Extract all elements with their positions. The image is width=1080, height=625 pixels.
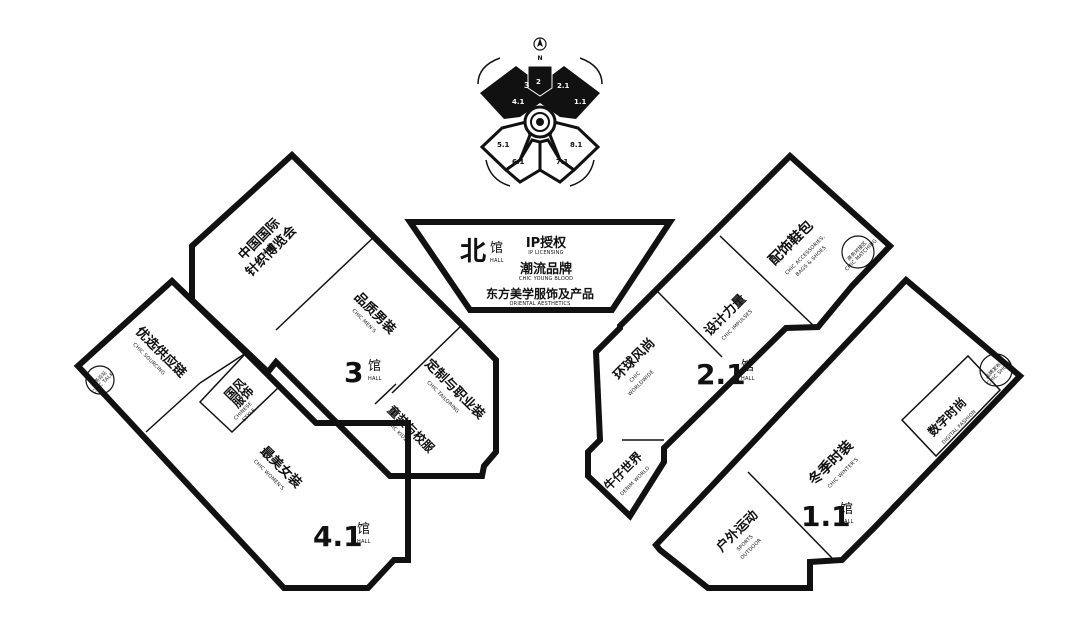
hall-4-1: 商务论坛 CHIC TALK 优选供应链 CHIC SOURCING 国风 服饰… — [73, 276, 411, 591]
north-hall: 北 馆 HALL IP授权 IP LICENSING 潮流品牌 CHIC YOU… — [404, 219, 676, 313]
svg-text:馆: 馆 — [741, 359, 754, 374]
hall-4-1-number: 4.1 — [313, 520, 363, 553]
north-hall-guan: 馆 — [490, 241, 503, 256]
zone-denim-world: 牛仔世界 — [601, 449, 646, 494]
zone-chic-young-blood: 潮流品牌 — [520, 261, 572, 277]
svg-text:CHIC YOUNG BLOOD: CHIC YOUNG BLOOD — [519, 276, 573, 282]
svg-text:HALL: HALL — [840, 519, 854, 525]
north-hall-hall: HALL — [490, 258, 504, 264]
svg-text:馆: 馆 — [840, 502, 853, 517]
mini-label-8-1: 8.1 — [570, 141, 583, 149]
mini-label-2: 2 — [536, 78, 541, 86]
svg-text:IP LICENSING: IP LICENSING — [528, 250, 563, 256]
svg-text:HALL: HALL — [741, 376, 755, 382]
mini-label-1-1: 1.1 — [574, 98, 587, 106]
mini-label-7-1: 7.1 — [556, 158, 569, 166]
chic-show-badge — [979, 353, 1013, 387]
hall-2-1-number: 2.1 — [696, 358, 746, 391]
svg-text:HALL: HALL — [368, 376, 382, 382]
mini-label-6-1: 6.1 — [512, 158, 525, 166]
zone-ip-licensing: IP授权 — [526, 235, 567, 251]
mini-label-3: 3 — [524, 81, 530, 90]
hall-3: 中国国际 针织博览会 PH VALUE 品质男装 CHIC MEN'S 3 馆 … — [189, 150, 499, 479]
hall-2-1: 商务对接区 CHIC MATCHING 配饰鞋包 CHIC ACCESSORIE… — [585, 151, 895, 521]
mini-label-4-1: 4.1 — [512, 98, 525, 106]
mini-label-5-1: 5.1 — [497, 141, 510, 149]
svg-text:馆: 馆 — [368, 359, 381, 374]
north-hall-name: 北 — [460, 237, 486, 267]
hall-1-1: 品牌发布秀 CHIC SHOW 数字时尚 DIGITAL FASHION 冬季时… — [652, 275, 1025, 591]
svg-text:ORIENTAL AESTHETICS: ORIENTAL AESTHETICS — [510, 301, 571, 307]
mini-hall-zone-ne — [540, 66, 600, 119]
compass-north-label: N — [537, 55, 542, 62]
zone-oriental-aesthetics: 东方美学服饰及产品 — [486, 286, 594, 301]
svg-text:馆: 馆 — [357, 522, 370, 537]
svg-text:HALL: HALL — [357, 539, 371, 545]
chic-matching-badge — [841, 235, 875, 269]
mini-hall-zone-nw — [480, 66, 540, 119]
mini-label-2-1: 2.1 — [557, 82, 570, 90]
chic-talk-badge — [85, 365, 115, 395]
hall-1-1-number: 1.1 — [801, 500, 851, 533]
hall-3-number: 3 — [344, 356, 363, 389]
mini-key-map: N 3 2 2.1 4.1 1.1 5.1 8.1 6.1 7.1 — [477, 37, 603, 187]
